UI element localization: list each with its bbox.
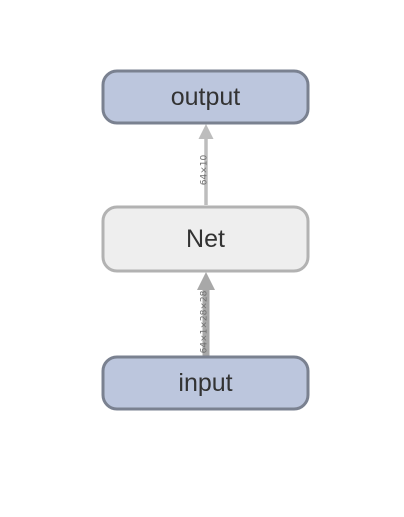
node-input-box: [101, 355, 310, 411]
node-output[interactable]: output: [101, 69, 310, 125]
edge-input-to-net: 64×1×28×28: [197, 272, 215, 356]
node-input[interactable]: input: [101, 355, 310, 411]
node-input-label: input: [178, 369, 232, 397]
arrowhead-up-icon: [197, 272, 215, 290]
node-net[interactable]: Net: [101, 205, 310, 273]
edge-net-to-output: 64×10: [198, 124, 214, 205]
node-net-label: Net: [186, 225, 225, 253]
edge-label-input-to-net: 64×1×28×28: [200, 290, 210, 353]
arrowhead-up-icon: [198, 124, 214, 139]
node-output-label: output: [171, 83, 241, 111]
edge-label-net-to-output: 64×10: [200, 155, 210, 186]
node-output-box: [101, 69, 310, 125]
node-net-box: [101, 205, 310, 273]
